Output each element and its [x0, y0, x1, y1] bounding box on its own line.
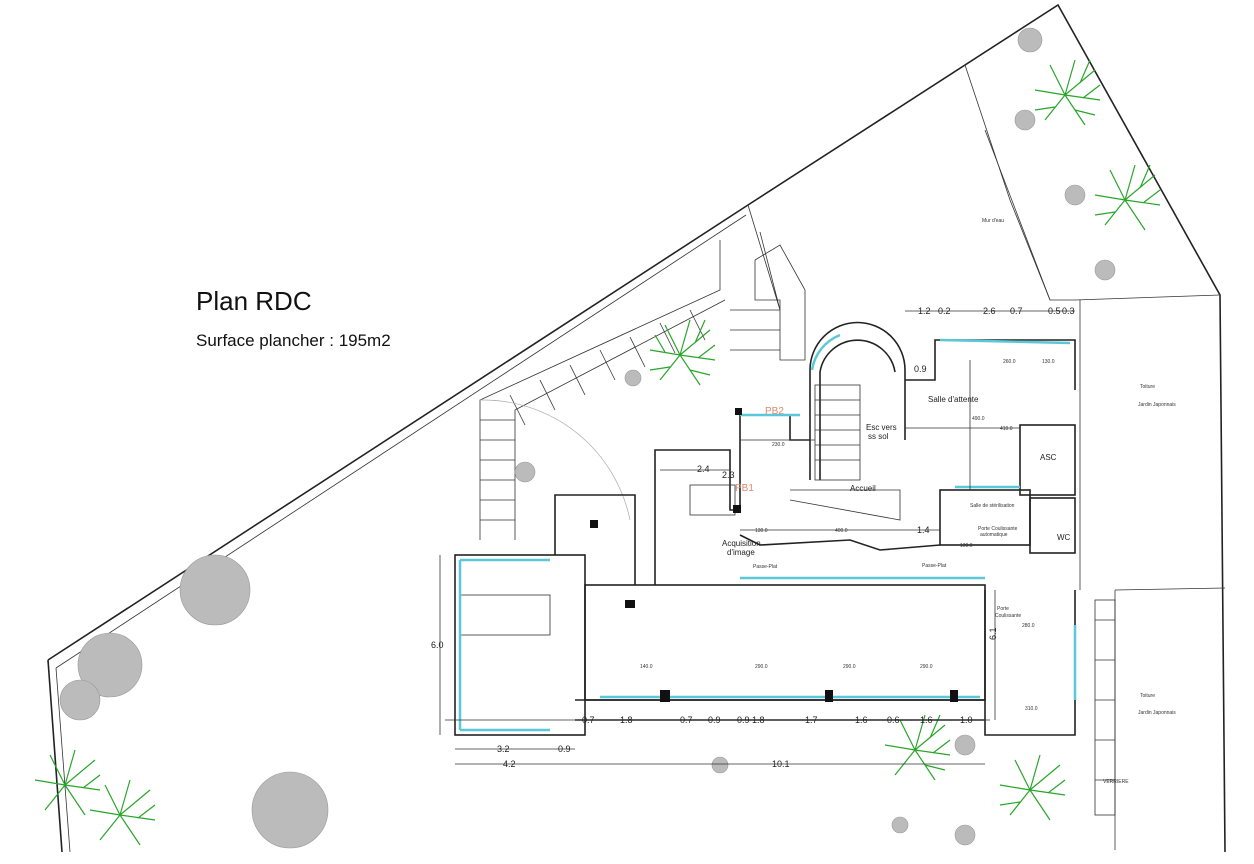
sliding-door-2: Coulissante: [995, 613, 1021, 619]
dim-top: 0.3: [1062, 306, 1075, 316]
garden-label-2: Jardin Japonnais: [1138, 710, 1176, 716]
dim-interior: 260.0: [1003, 359, 1016, 365]
roof-label-2: Toiture: [1140, 693, 1155, 699]
dim-top: 0.5: [1048, 306, 1061, 316]
dim-interior: 130.0: [755, 528, 768, 534]
building-walls: [454, 321, 1116, 816]
room-waiting: Salle d'attente: [928, 395, 979, 404]
dim-bottom: 0.6: [887, 715, 900, 725]
dim-interior: 310.0: [1025, 706, 1038, 712]
dim-interior: 140.0: [640, 664, 653, 670]
pass-through-1: Passe-Plat: [753, 564, 778, 570]
dimension-lines: [439, 310, 1075, 765]
dim-interior: 230.0: [772, 442, 785, 448]
water-wall-label: Mur d'eau: [982, 218, 1004, 224]
plan-surface: Surface plancher : 195m2: [196, 331, 391, 350]
dim-interior: 290.0: [843, 664, 856, 670]
bush-symbols: [59, 27, 1116, 849]
dim-bottom: 0.9: [708, 715, 721, 725]
dim-left: 0.9: [558, 744, 571, 754]
pass-through-2: Passe-Plat: [922, 563, 947, 569]
dim-bottom: 0.9: [737, 715, 750, 725]
dim-interior: 280.0: [1022, 623, 1035, 629]
sliding-door-1: Porte: [997, 606, 1009, 612]
dim-top: 1.2: [918, 306, 931, 316]
imaging-label-1: Acquisition: [722, 539, 761, 548]
dim-bottom: 1.8: [752, 715, 765, 725]
dim-bottom: 0.7: [680, 715, 693, 725]
site-boundary: [47, 3, 1226, 853]
dim-interior: 400.0: [835, 528, 848, 534]
dim-interior: 100.0: [960, 543, 973, 549]
dim-height-left: 6.0: [431, 640, 444, 650]
dim-bottom: 1.0: [960, 715, 973, 725]
dim-interior: 130.0: [1042, 359, 1055, 365]
auto-door-1: Porte Coulissante: [978, 526, 1018, 532]
stairs-label-1: Esc vers: [866, 423, 897, 432]
dim-bottom: 1.7: [805, 715, 818, 725]
dim-bottom: 1.6: [920, 715, 933, 725]
pb2-label: PB2: [765, 406, 784, 417]
dim-interior: 290.0: [920, 664, 933, 670]
dim-bottom: 1.6: [855, 715, 868, 725]
room-sterilisation: Salle de stérilisation: [970, 503, 1015, 509]
dim-top: 2.6: [983, 306, 996, 316]
dim-top: 0.2: [938, 306, 951, 316]
tree-symbols: [34, 59, 1161, 846]
dim-left: 10.1: [772, 759, 790, 769]
glass-roof-label: VERRIERE: [1103, 779, 1129, 785]
stairs-label-2: ss sol: [868, 432, 889, 441]
room-wc: WC: [1057, 533, 1071, 542]
imaging-label-2: d'image: [727, 548, 755, 557]
dim-top: 0.7: [1010, 306, 1023, 316]
auto-door-2: automatique: [980, 532, 1008, 538]
room-reception: Accueil: [850, 484, 876, 493]
elevator: ASC: [1040, 453, 1057, 462]
dim-height-right: 6.1: [988, 627, 998, 640]
dim-bottom: 0.7: [582, 715, 595, 725]
dim-misc: 1.4: [917, 525, 930, 535]
dim-misc: 2.4: [697, 464, 710, 474]
dim-interior: 290.0: [755, 664, 768, 670]
dim-bottom: 1.8: [620, 715, 633, 725]
plan-title: Plan RDC: [196, 286, 312, 316]
dim-misc: 0.9: [914, 364, 927, 374]
pb1-label: PB1: [735, 483, 754, 494]
dim-misc: 2.3: [722, 470, 735, 480]
dim-left: 4.2: [503, 759, 516, 769]
dim-interior: 410.0: [1000, 426, 1013, 432]
dim-interior: 490.0: [972, 416, 985, 422]
exterior-steps: [479, 240, 806, 540]
roof-label-1: Toiture: [1140, 384, 1155, 390]
garden-label-1: Jardin Japonnais: [1138, 402, 1176, 408]
dim-left: 3.2: [497, 744, 510, 754]
